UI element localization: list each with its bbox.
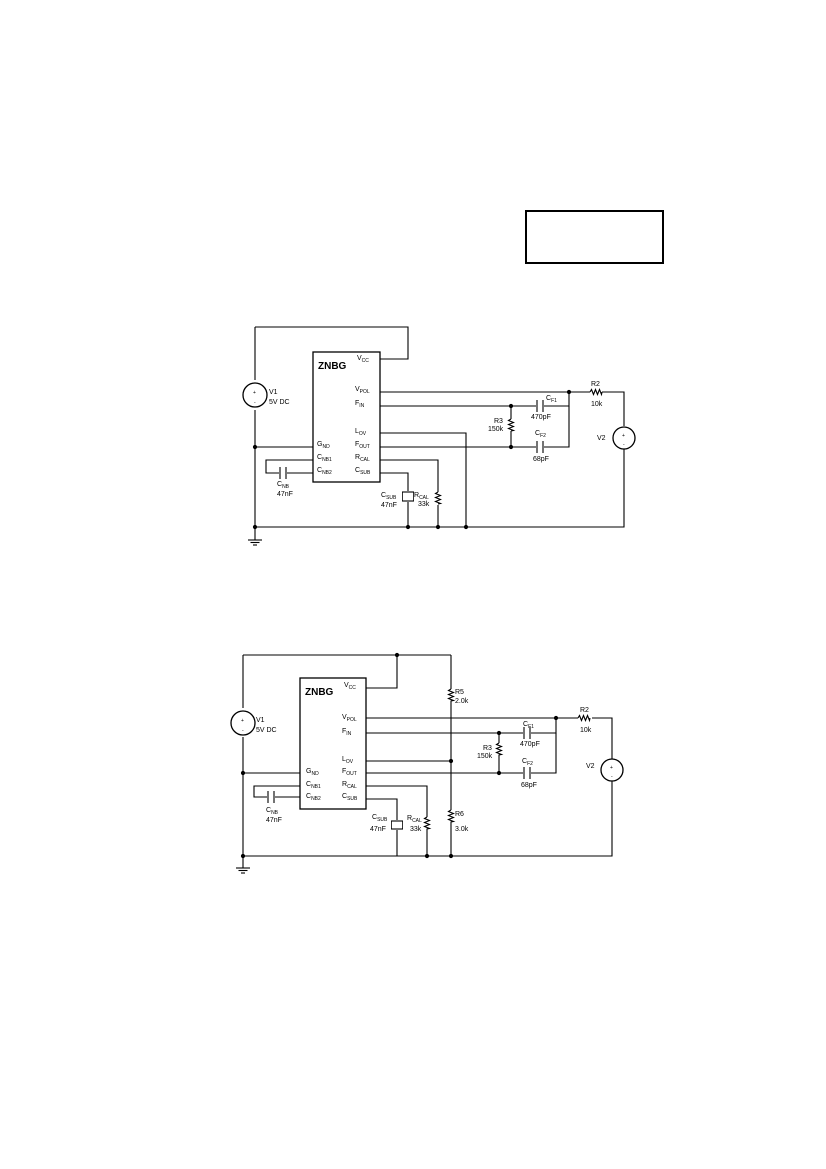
svg-text:-: - <box>242 728 244 734</box>
blank-frame-box <box>525 210 664 264</box>
r2-label: R2 <box>591 381 600 388</box>
cf1-capacitor <box>536 400 544 412</box>
pin-cnb1-2: CNB1 <box>306 781 321 790</box>
pin-rcal-2: RCAL <box>342 781 357 790</box>
cnb-value-2: 47nF <box>266 817 282 824</box>
svg-text:-: - <box>611 774 613 780</box>
r3-label: R3 <box>494 418 503 425</box>
v1-label-2: V1 <box>256 717 265 724</box>
svg-text:+: + <box>253 390 256 396</box>
v1-source-2: + - <box>230 710 256 736</box>
r5-value: 2.0k <box>455 698 469 705</box>
cnb-capacitor <box>279 467 287 479</box>
r2-value: 10k <box>591 401 603 408</box>
csub-label: CSUB <box>381 492 397 501</box>
cf1-label-2: CF1 <box>523 721 534 730</box>
pin-vpol: VPOL <box>355 386 370 395</box>
svg-text:+: + <box>610 765 613 771</box>
cf1-value: 470pF <box>531 414 551 421</box>
r6-label: R6 <box>455 811 464 818</box>
cf1-label: CF1 <box>546 395 557 404</box>
svg-text:+: + <box>622 433 625 439</box>
cf2-capacitor <box>536 441 544 453</box>
cf1-value-2: 470pF <box>520 741 540 748</box>
znbg-chip <box>312 351 381 483</box>
pin-lov: LOV <box>355 428 367 437</box>
ground-symbol <box>248 539 262 546</box>
v1-label: V1 <box>269 389 278 396</box>
rcal-label: RCAL <box>414 492 429 501</box>
r2-value-2: 10k <box>580 727 592 734</box>
v2-label-2: V2 <box>586 763 595 770</box>
r2-resistor <box>589 388 603 397</box>
cnb-capacitor-2 <box>267 791 275 803</box>
ground-symbol-2 <box>236 867 250 874</box>
r3-label-2: R3 <box>483 745 492 752</box>
csub-capacitor <box>402 491 414 502</box>
znbg-chip-2 <box>299 677 367 810</box>
v2-source: + - <box>612 426 636 450</box>
pin-gnd-2: GND <box>306 768 319 777</box>
r5-resistor <box>447 688 456 704</box>
chip-label-2: ZNBG <box>305 687 334 698</box>
csub-label-2: CSUB <box>372 814 388 823</box>
svg-text:-: - <box>254 400 256 406</box>
cf2-label-2: CF2 <box>522 758 533 767</box>
csub-value-2: 47nF <box>370 826 386 833</box>
r3-resistor-2 <box>495 742 504 757</box>
pin-fout-2: FOUT <box>342 768 357 777</box>
pin-vcc-2: VCC <box>344 682 356 691</box>
circuit-2: ZNBG VCC VPOL FIN LOV FOUT RCAL CSUB GND… <box>230 652 624 874</box>
rcal-resistor-2 <box>423 816 432 831</box>
pin-cnb2-2: CNB2 <box>306 793 321 802</box>
cf2-capacitor-2 <box>523 767 531 779</box>
pin-csub-2: CSUB <box>342 793 358 802</box>
csub-capacitor-2 <box>391 820 403 830</box>
cnb-label-2: CNB <box>266 807 279 816</box>
pin-fin-2: FIN <box>342 728 352 737</box>
pin-fout: FOUT <box>355 441 370 450</box>
pin-vpol-2: VPOL <box>342 714 357 723</box>
cf2-label: CF2 <box>535 430 546 439</box>
v2-label: V2 <box>597 435 606 442</box>
pin-csub: CSUB <box>355 467 371 476</box>
r5-label: R5 <box>455 689 464 696</box>
rcal-label-2: RCAL <box>407 815 422 824</box>
v1-value: 5V DC <box>269 399 290 406</box>
rcal-resistor <box>434 491 443 505</box>
cnb-label: CNB <box>277 481 290 490</box>
cnb-value: 47nF <box>277 491 293 498</box>
pin-vcc: VCC <box>357 355 369 364</box>
pin-cnb1: CNB1 <box>317 454 332 463</box>
r2-resistor-2 <box>577 714 591 723</box>
v1-value-2: 5V DC <box>256 727 277 734</box>
svg-text:+: + <box>241 718 244 724</box>
r3-value-2: 150k <box>477 753 493 760</box>
pin-gnd: GND <box>317 441 330 450</box>
pin-lov-2: LOV <box>342 756 354 765</box>
rcal-value: 33k <box>418 501 430 508</box>
cf1-capacitor-2 <box>523 727 531 739</box>
r2-label-2: R2 <box>580 707 589 714</box>
csub-value: 47nF <box>381 502 397 509</box>
pin-cnb2: CNB2 <box>317 467 332 476</box>
cf2-value: 68pF <box>533 456 549 463</box>
v1-source: + - <box>242 382 268 408</box>
pin-rcal: RCAL <box>355 454 370 463</box>
r6-resistor <box>447 809 456 826</box>
circuit-1: ZNBG VCC VPOL FIN LOV FOUT RCAL CSUB GND… <box>242 326 636 546</box>
v2-source-2: + - <box>600 758 624 782</box>
cf2-value-2: 68pF <box>521 782 537 789</box>
r3-value: 150k <box>488 426 504 433</box>
svg-text:-: - <box>623 442 625 448</box>
chip-label: ZNBG <box>318 361 347 372</box>
rcal-value-2: 33k <box>410 826 422 833</box>
r3-resistor <box>507 418 516 432</box>
r6-value: 3.0k <box>455 826 469 833</box>
pin-fin: FIN <box>355 400 365 409</box>
